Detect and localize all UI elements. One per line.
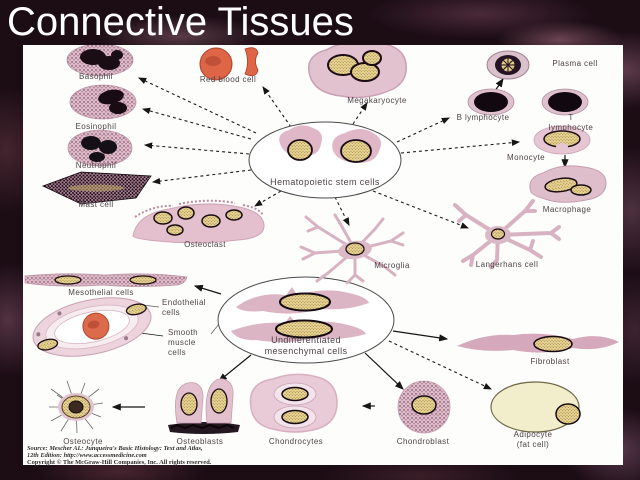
arrow-mesen-to-chondroblast: [364, 352, 404, 390]
line-ellipse-to-smoothmuscle: [210, 323, 220, 335]
arrow-stem-to-monocyte: [400, 139, 521, 154]
langerhans-cell-icon: [453, 199, 561, 269]
arrow-mesen-to-adipocyte: [388, 340, 492, 390]
mast-cell-icon: [41, 171, 152, 205]
osteoblasts-cell-icon: [168, 378, 240, 434]
label-mast-cell: Mast cell: [78, 200, 114, 209]
label-osteoblasts: Osteoblasts: [176, 437, 224, 446]
osteocyte-cell-icon: [49, 380, 104, 434]
label-neutrophil: Neutrophil: [75, 161, 117, 170]
mesenchymal-stem-cells-icon: [217, 276, 395, 364]
label-basophil: Basophil: [79, 72, 113, 81]
label-adipocyte: Adipocyte (fat cell): [513, 430, 553, 449]
eosinophil-cell-icon: [69, 84, 137, 120]
arrow-stem-to-microglia: [334, 196, 350, 226]
basophil-cell-icon: [66, 45, 134, 77]
label-osteocyte: Osteocyte: [63, 437, 103, 446]
label-microglia: Microglia: [374, 261, 410, 270]
label-monocyte: Monocyte: [507, 153, 545, 162]
adipocyte-cell-icon: [490, 381, 581, 433]
label-megakaryocyte: Megakaryocyte: [347, 96, 407, 105]
arrow-stem-to-neutrophil: [143, 142, 250, 155]
blood-vessel-icon: [32, 297, 152, 357]
macrophage-cell-icon: [529, 165, 607, 203]
label-b-lymphocyte: B lymphocyte: [456, 113, 510, 122]
arrow-mesen-to-mesothelial: [193, 284, 222, 295]
chondrocytes-cell-icon: [249, 373, 338, 433]
label-langerhans-cell: Langerhans cell: [475, 260, 539, 269]
arrow-mesen-to-fibroblast: [392, 330, 449, 342]
chondroblast-cell-icon: [397, 380, 451, 434]
label-eosinophil: Eosinophil: [75, 122, 117, 131]
source-line-2: 12th Edition: http://www.accessmedicine.…: [27, 452, 147, 460]
arrow-stem-to-eosinophil: [141, 107, 252, 140]
fibroblast-cell-icon: [457, 333, 619, 353]
monocyte-cell-icon: [533, 125, 591, 155]
arrow-stem-to-mast-cell: [151, 169, 252, 185]
arrow-stem-to-megakaryocyte: [352, 102, 368, 125]
t-lymphocyte-cell-icon: [541, 88, 589, 116]
plasma-cell-icon: [486, 50, 530, 80]
diagram-graphics: [24, 45, 619, 434]
arrow-stem-to-rbc: [262, 86, 292, 128]
label-mesenchymal-cells: Undifferentiated mesenchymal cells: [264, 335, 348, 357]
label-chondrocytes: Chondrocytes: [268, 437, 324, 446]
label-macrophage: Macrophage: [542, 205, 592, 214]
hematopoietic-stem-cells-icon: [248, 121, 402, 199]
microglia-cell-icon: [299, 213, 405, 285]
arrow-stem-to-basophil: [138, 77, 257, 134]
arrow-stem-to-b-lymphocyte: [396, 117, 450, 143]
attribution-block: Source: Mescher AL: Junqueira's Basic Hi…: [27, 445, 211, 466]
megakaryocyte-cell-icon: [308, 45, 407, 99]
label-mesothelial-cells: Mesothelial cells: [68, 288, 134, 297]
b-lymphocyte-cell-icon: [467, 88, 515, 116]
label-red-blood-cell: Red blood cell: [199, 75, 257, 84]
copyright-line: Copyright © The McGraw-Hill Companies, I…: [27, 459, 212, 467]
source-line-1: Source: Mescher AL: Junqueira's Basic Hi…: [27, 445, 203, 452]
label-osteoclast: Osteoclast: [184, 240, 226, 249]
label-smooth-muscle-cells: Smooth muscle cells: [168, 328, 198, 357]
arrow-mesen-to-osteoblasts: [218, 354, 252, 382]
label-chondroblast: Chondroblast: [396, 437, 450, 446]
label-fibroblast: Fibroblast: [530, 357, 570, 366]
osteoclast-cell-icon: [132, 199, 265, 244]
diagram-panel: Basophil Eosinophil Neutrophil Mast cell…: [23, 45, 623, 466]
mesothelial-cells-icon: [24, 273, 188, 287]
label-t-lymphocyte: T lymphocyte: [548, 113, 594, 132]
label-plasma-cell: Plasma cell: [552, 59, 598, 68]
label-hematopoietic-stem-cells: Hematopoietic stem cells: [270, 177, 380, 187]
arrow-stem-to-langerhans: [372, 190, 470, 229]
red-blood-cell-icon: [199, 47, 259, 81]
stem-cell-arrows: [138, 77, 521, 390]
neutrophil-cell-icon: [67, 129, 133, 167]
arrow-stem-to-osteoclast: [254, 190, 282, 207]
label-endothelial-cells: Endothelial cells: [162, 298, 206, 317]
slide-title: Connective Tissues: [7, 0, 354, 44]
